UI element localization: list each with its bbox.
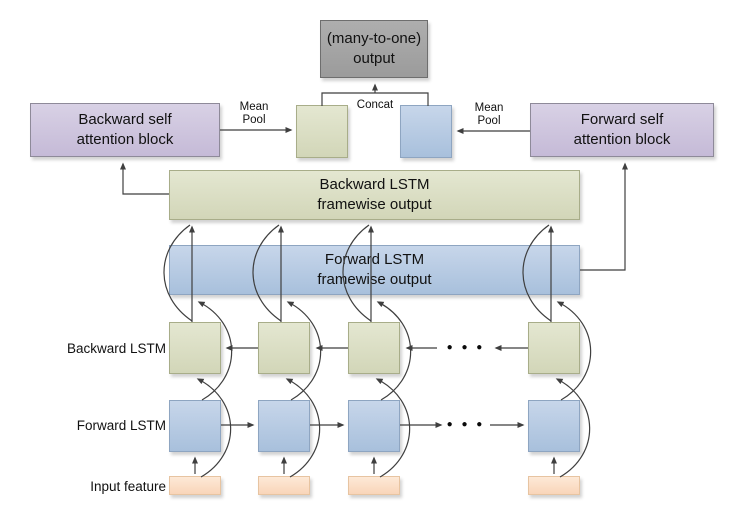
backward-lstm-cell-1: [169, 322, 221, 374]
output-box-line2: output: [353, 50, 395, 67]
forward-attention-line2: attention block: [573, 131, 671, 148]
arrow-backward-bar-to-attention: [120, 162, 169, 195]
forward-bar-line2: framewise output: [317, 271, 432, 288]
input-feature-row-label: Input feature: [90, 479, 166, 494]
backward-lstm-cell-2: [258, 322, 310, 374]
forward-lstm-cell-3: [348, 400, 400, 452]
mean-pool-left-line2: Pool: [242, 114, 266, 126]
backward-lstm-framewise-output-bar: Backward LSTM framewise output: [169, 170, 580, 220]
forward-attention-line1: Forward self: [580, 111, 664, 128]
forward-lstm-cell-1: [169, 400, 221, 452]
mean-pool-right-line2: Pool: [477, 115, 501, 127]
forward-pooled-vector-box: [400, 105, 452, 158]
arrow-forward-bar-to-attention: [580, 162, 628, 271]
forward-lstm-framewise-output-bar: Forward LSTM framewise output: [169, 245, 580, 295]
forward-self-attention-block: Forward self attention block: [530, 103, 714, 157]
input-feature-box-3: [348, 476, 400, 495]
concat-label: Concat: [356, 99, 394, 111]
backward-pooled-vector-box: [296, 105, 348, 158]
forward-lstm-cell-2: [258, 400, 310, 452]
forward-bar-line1: Forward LSTM: [324, 251, 425, 268]
input-feature-box-2: [258, 476, 310, 495]
backward-attention-line2: attention block: [76, 131, 174, 148]
backward-self-attention-block: Backward self attention block: [30, 103, 220, 157]
forward-lstm-row-label: Forward LSTM: [76, 418, 166, 433]
mean-pool-left-label: Mean Pool: [228, 101, 280, 127]
backward-lstm-cell-4: [528, 322, 580, 374]
output-box-line1: (many-to-one): [326, 30, 422, 47]
input-feature-box-1: [169, 476, 221, 495]
input-feature-box-4: [528, 476, 580, 495]
backward-lstm-cell-3: [348, 322, 400, 374]
backward-lstm-row-label: Backward LSTM: [66, 341, 166, 356]
backward-bar-line2: framewise output: [317, 196, 432, 213]
forward-lstm-cell-4: [528, 400, 580, 452]
ellipsis-forward-row: ● ● ●: [446, 419, 486, 430]
mean-pool-left-line1: Mean: [239, 101, 269, 113]
mean-pool-right-line1: Mean: [474, 102, 504, 114]
ellipsis-backward-row: ● ● ●: [446, 342, 486, 353]
backward-bar-line1: Backward LSTM: [319, 176, 430, 193]
backward-attention-line1: Backward self: [78, 111, 172, 128]
mean-pool-right-label: Mean Pool: [463, 102, 515, 128]
many-to-one-output-box: (many-to-one) output: [320, 20, 428, 78]
